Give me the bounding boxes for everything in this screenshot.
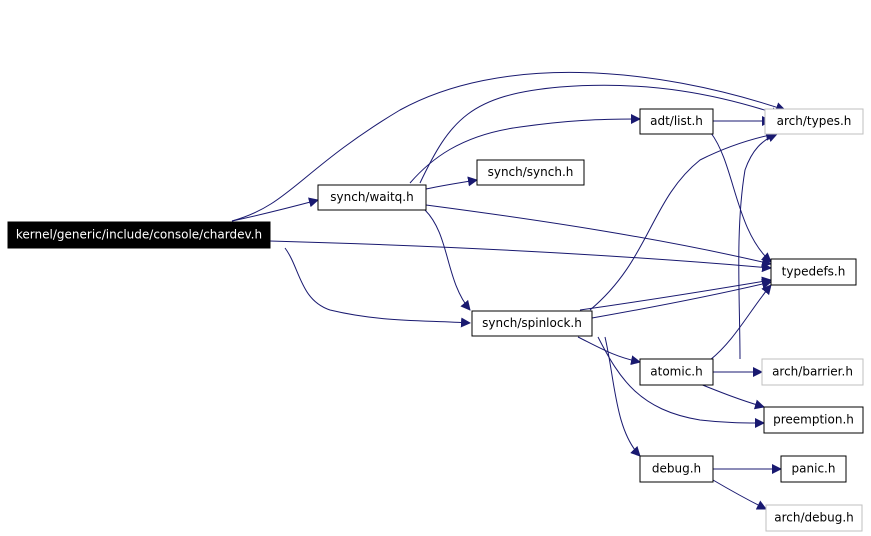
node-types[interactable]: arch/types.h xyxy=(764,108,864,135)
node-label: typedefs.h xyxy=(782,265,846,279)
nodes: kernel/generic/include/console/chardev.h… xyxy=(7,108,864,532)
node-atomic[interactable]: atomic.h xyxy=(639,358,714,386)
edge-root-typedefs xyxy=(269,240,772,273)
node-panic[interactable]: panic.h xyxy=(780,455,847,483)
edge-spinlock-types xyxy=(589,130,776,311)
edge-spinlock-typedefs-2 xyxy=(591,279,772,319)
node-label: arch/types.h xyxy=(777,114,852,128)
node-label: atomic.h xyxy=(650,365,702,379)
edge-waitq-typedefs xyxy=(425,204,772,267)
edge-spinlock-typedefs xyxy=(579,276,772,311)
edges xyxy=(231,71,786,510)
node-spinlock[interactable]: synch/spinlock.h xyxy=(471,310,593,337)
node-label: debug.h xyxy=(652,462,701,476)
node-root[interactable]: kernel/generic/include/console/chardev.h xyxy=(7,221,271,249)
node-label: adt/list.h xyxy=(650,114,703,128)
node-archdebug[interactable]: arch/debug.h xyxy=(765,504,863,532)
edge-atomic-typedefs xyxy=(709,284,772,361)
edge-root-types xyxy=(231,71,786,222)
node-label: arch/debug.h xyxy=(774,511,854,525)
edge-debug-archdebug xyxy=(712,479,767,510)
node-synch[interactable]: synch/synch.h xyxy=(476,159,585,186)
edge-waitq-synch xyxy=(425,176,478,190)
node-label: preemption.h xyxy=(773,413,854,427)
node-label: panic.h xyxy=(792,462,836,476)
edge-waitq-list xyxy=(409,114,641,184)
edge-waitq-types xyxy=(419,84,781,184)
edge-list-typedefs xyxy=(710,132,772,263)
edge-spinlock-preemption xyxy=(597,336,765,428)
edge-atomic-preemption xyxy=(699,383,765,410)
edge-atomic-types xyxy=(738,132,778,360)
edge-spinlock-debug xyxy=(604,336,641,457)
edge-root-waitq xyxy=(231,197,319,222)
node-label: synch/synch.h xyxy=(488,165,574,179)
node-label: kernel/generic/include/console/chardev.h xyxy=(16,228,262,242)
node-typedefs[interactable]: typedefs.h xyxy=(770,258,857,286)
node-list[interactable]: adt/list.h xyxy=(639,108,714,135)
node-debug[interactable]: debug.h xyxy=(639,455,714,483)
node-waitq[interactable]: synch/waitq.h xyxy=(317,184,427,211)
edge-root-spinlock xyxy=(284,247,471,328)
node-label: synch/spinlock.h xyxy=(482,316,582,330)
edge-waitq-spinlock xyxy=(424,209,471,311)
node-label: synch/waitq.h xyxy=(330,190,413,204)
node-barrier[interactable]: arch/barrier.h xyxy=(761,358,864,386)
node-preemption[interactable]: preemption.h xyxy=(763,406,864,434)
node-label: arch/barrier.h xyxy=(772,365,853,379)
